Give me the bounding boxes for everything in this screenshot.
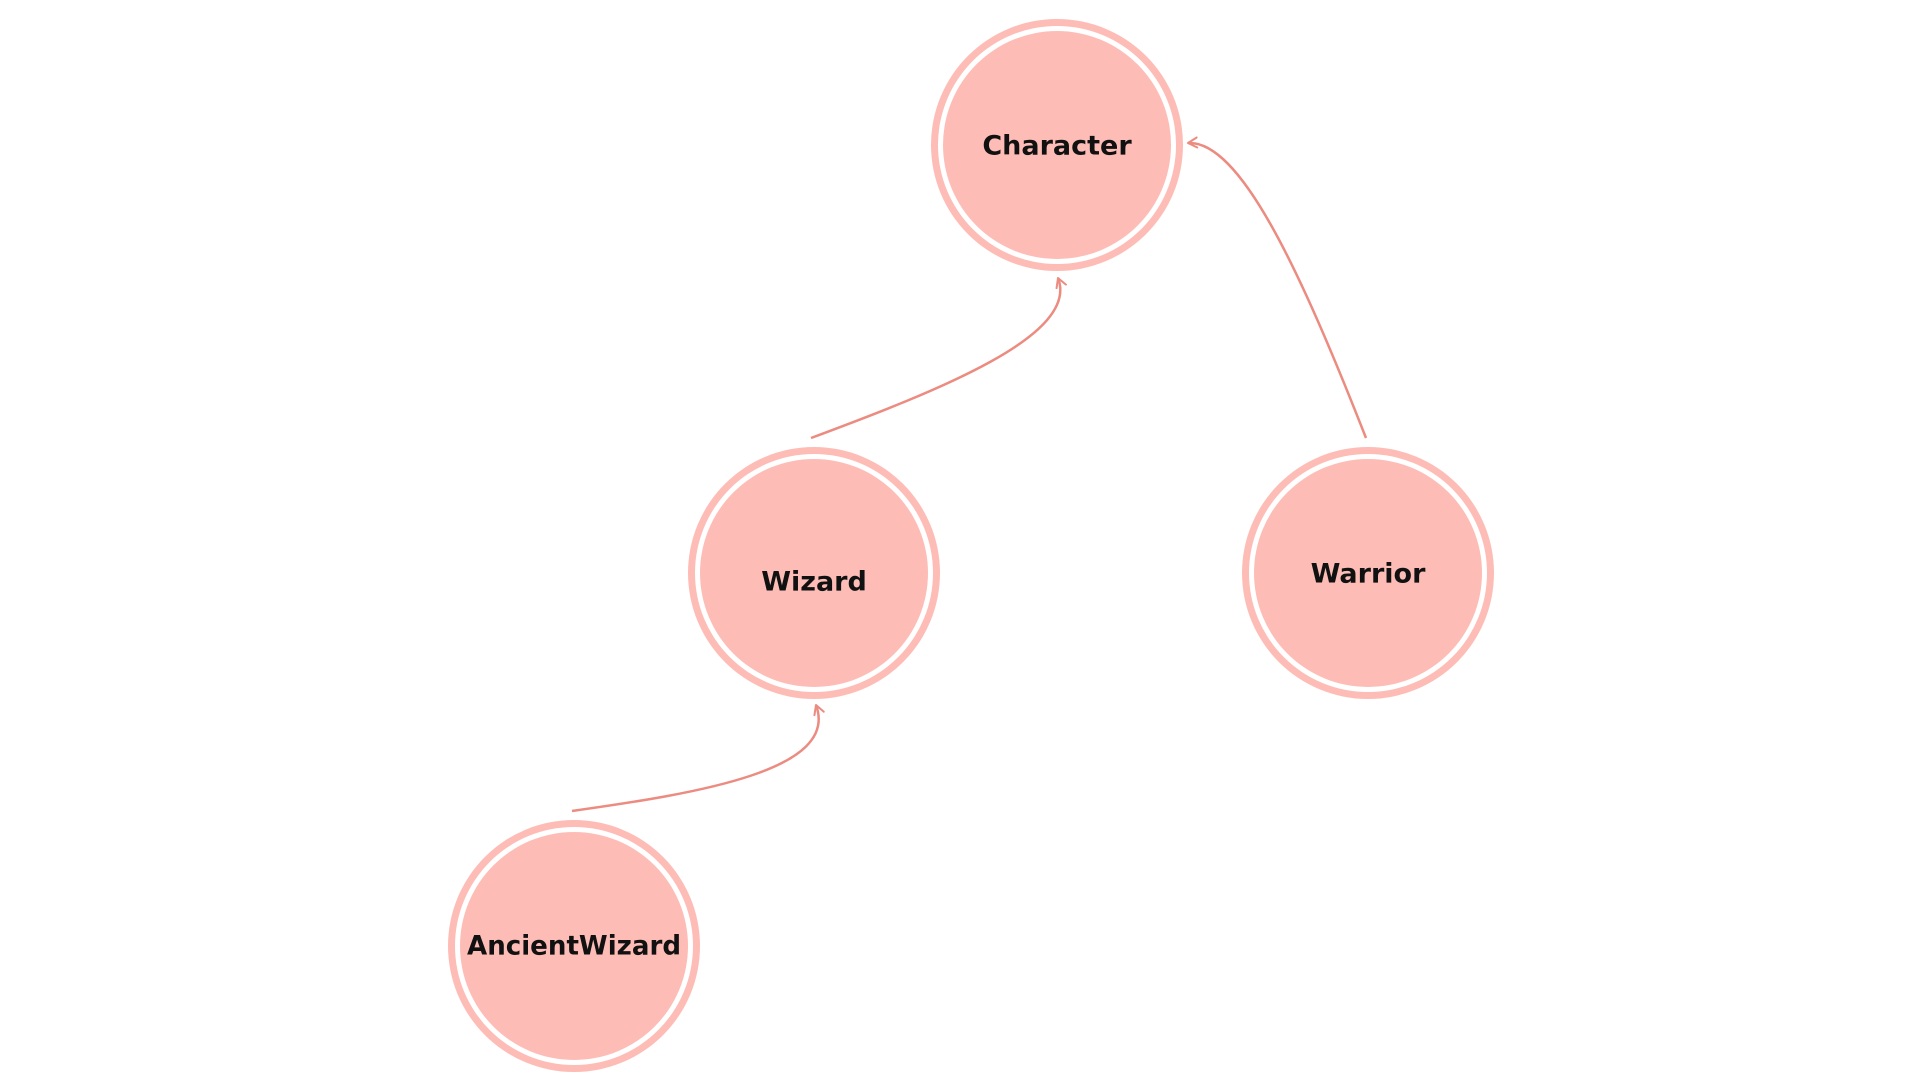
node-character-core	[943, 31, 1171, 259]
node-ancientwizard[interactable]: AncientWizard	[448, 820, 700, 1072]
edge-ancientwizard-to-wizard	[571, 704, 825, 813]
node-character[interactable]: Character	[931, 19, 1183, 271]
edges	[571, 136, 1368, 813]
edge-warrior-to-character	[1187, 136, 1368, 439]
node-warrior-label: Warrior	[1311, 559, 1426, 590]
node-warrior-core	[1254, 459, 1482, 687]
node-ancientwizard-core	[460, 832, 688, 1060]
node-wizard[interactable]: Wizard	[688, 447, 940, 699]
node-ancientwizard-label: AncientWizard	[467, 931, 681, 962]
node-warrior[interactable]: Warrior	[1242, 447, 1494, 699]
node-wizard-label: Wizard	[761, 567, 867, 598]
edge-wizard-to-character	[810, 277, 1067, 440]
node-character-label: Character	[982, 131, 1132, 162]
node-wizard-core	[700, 459, 928, 687]
